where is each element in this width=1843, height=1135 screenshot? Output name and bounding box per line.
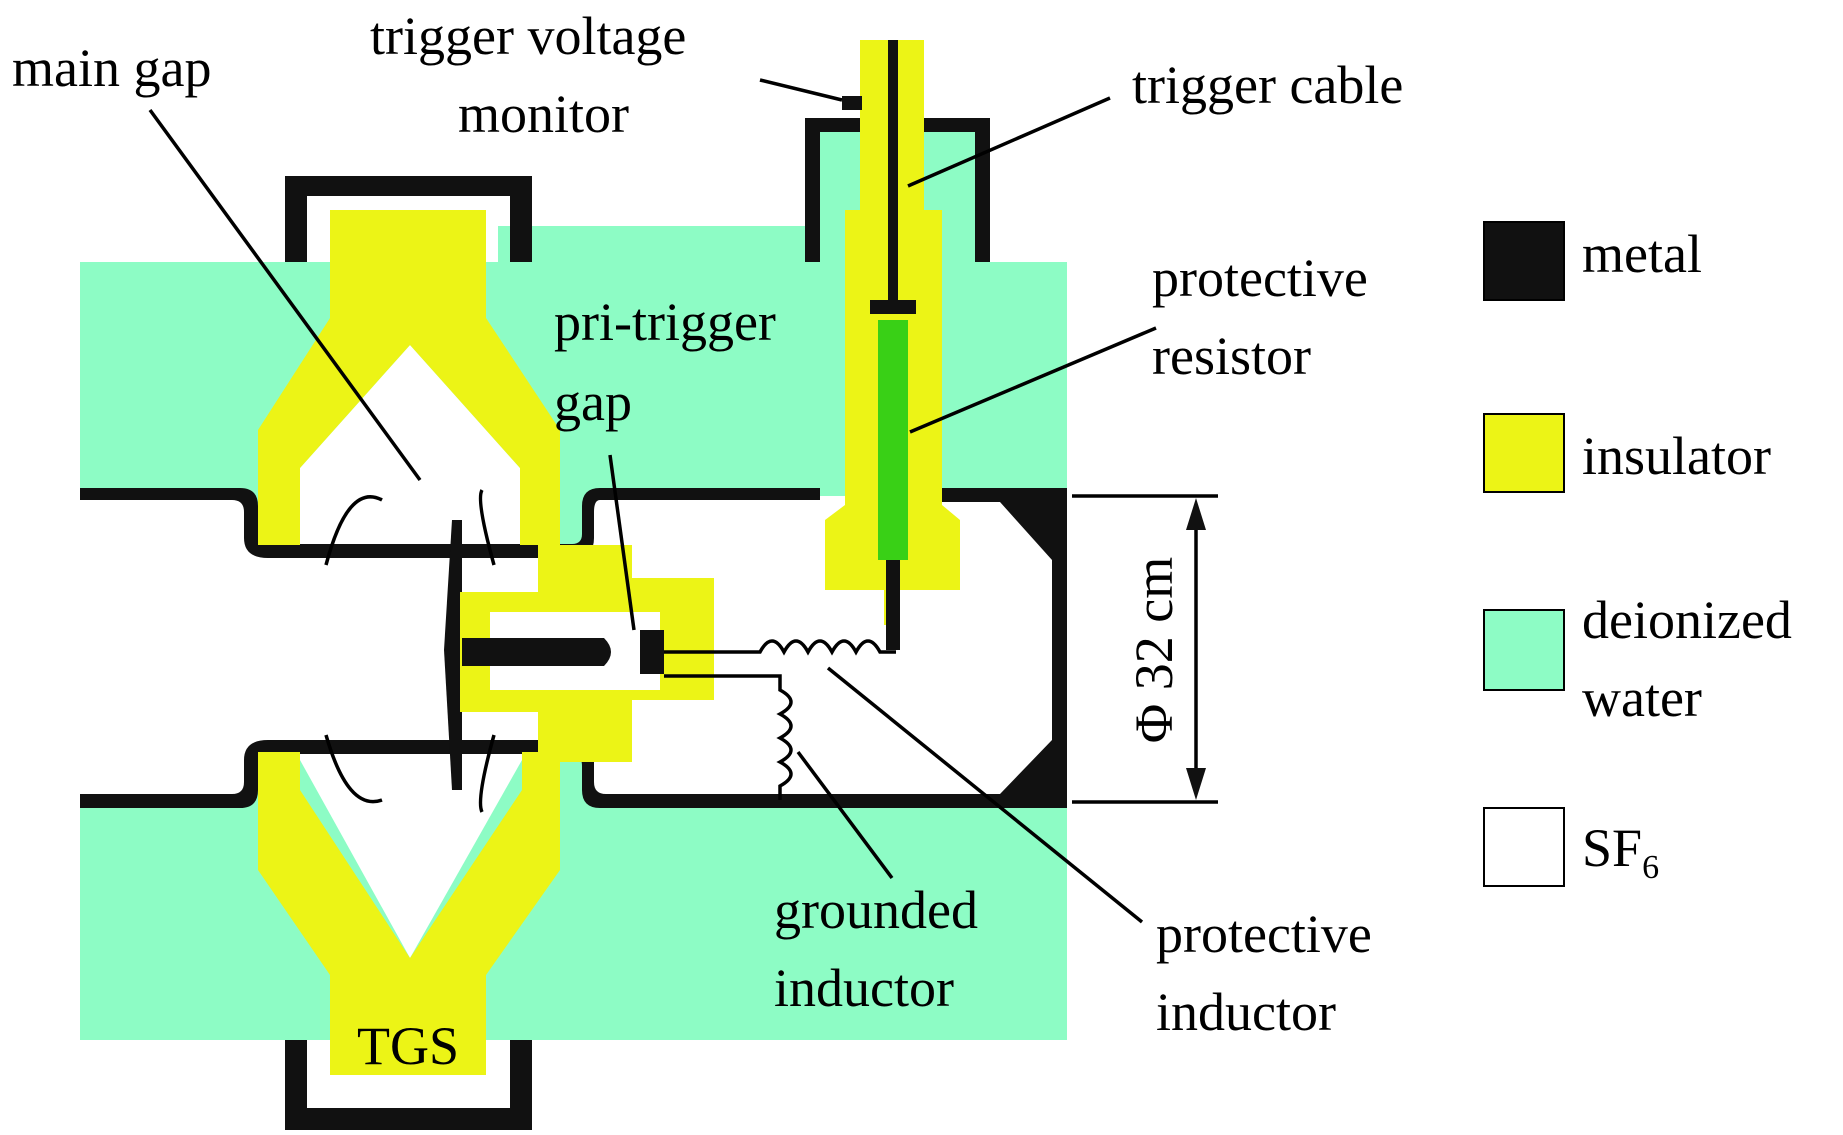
label-trigger-voltage-monitor-line1: trigger voltage	[370, 6, 686, 66]
label-protective-inductor-line2: inductor	[1156, 982, 1336, 1042]
metal-cap-bottom	[285, 1040, 532, 1130]
legend-swatch-insulator	[1483, 413, 1565, 493]
protective-inductor-coil	[664, 639, 896, 656]
legend-label-sf6: SF6	[1582, 818, 1659, 886]
label-trigger-voltage-monitor-line2: monitor	[458, 84, 629, 144]
legend-sf6-main: SF	[1582, 818, 1642, 878]
inductors	[664, 639, 896, 800]
pri-trigger-gap	[460, 545, 714, 762]
leader-lines	[148, 78, 1157, 924]
trigger-cable-core	[888, 40, 898, 300]
metal-corner-lower-right	[1000, 740, 1052, 794]
tgs-label: TGS	[357, 1016, 459, 1076]
label-protective-resistor-line2: resistor	[1152, 326, 1311, 386]
legend-item-sf6: SF6	[1483, 807, 1659, 887]
leader-trigger-cable	[907, 96, 1111, 188]
electrode-hook-lower-left	[324, 734, 383, 804]
protective-resistor-body	[878, 320, 908, 560]
legend-swatch-metal	[1483, 221, 1565, 301]
label-pri-trigger-gap-line1: pri-trigger	[554, 292, 776, 352]
leader-protective-inductor	[826, 666, 1144, 924]
dimension-arrow-bottom	[1186, 768, 1206, 800]
tgs-insulator: TGS	[258, 210, 560, 1076]
grounded-inductor-coil	[664, 674, 793, 800]
label-protective-inductor-line1: protective	[1156, 904, 1372, 964]
label-grounded-inductor-line1: grounded	[774, 880, 978, 940]
dimension-indicator: Φ 32 cm	[1072, 494, 1218, 804]
monitor-probe	[842, 96, 862, 110]
dimension-arrow-top	[1186, 498, 1206, 530]
metal-wall-right	[940, 488, 1067, 808]
label-trigger-cable: trigger cable	[1132, 55, 1403, 115]
legend-label-water-line1: deionized	[1582, 590, 1792, 650]
trigger-pin	[462, 638, 611, 666]
annotations: main gap trigger voltage monitor trigger…	[12, 6, 1403, 1042]
leader-main-gap	[148, 108, 422, 482]
electrode-hook-upper-left	[324, 495, 383, 566]
legend-label-metal: metal	[1582, 224, 1702, 284]
resistor-lead	[886, 560, 900, 650]
label-main-gap: main gap	[12, 38, 211, 98]
legend-item-metal: metal	[1483, 221, 1702, 301]
legend-swatch-water	[1483, 609, 1565, 691]
electrode-hook-upper-right	[478, 489, 496, 566]
leader-protective-resistor	[909, 326, 1157, 434]
main-gap-chamber	[300, 345, 522, 958]
trigger-cable-assembly	[825, 40, 960, 650]
main-gap-electrodes	[324, 489, 496, 813]
legend-item-deionized-water: deionized water	[1483, 590, 1792, 728]
label-pri-trigger-gap-line2: gap	[554, 372, 632, 432]
electrode-hook-lower-right	[478, 734, 496, 813]
leader-trigger-voltage-monitor	[759, 78, 843, 102]
legend-label-water-line2: water	[1582, 668, 1702, 728]
legend-label-insulator: insulator	[1582, 426, 1771, 486]
trigger-cable-shield	[870, 300, 916, 314]
legend-item-insulator: insulator	[1483, 413, 1771, 493]
leader-grounded-inductor	[796, 750, 894, 880]
legend-sf6-subscript: 6	[1642, 849, 1659, 886]
dimension-label: Φ 32 cm	[1124, 557, 1184, 743]
metal-corner-upper-right	[1000, 502, 1052, 560]
insulator-upper	[258, 210, 560, 545]
metal-wall-upper	[80, 488, 820, 558]
label-grounded-inductor-line2: inductor	[774, 958, 954, 1018]
main-gap-electrode	[444, 520, 462, 790]
legend-swatch-sf6	[1483, 807, 1565, 887]
insulator-lower	[258, 752, 560, 1075]
label-protective-resistor-line1: protective	[1152, 248, 1368, 308]
legend: metal insulator deionized water SF6	[1483, 221, 1792, 887]
metal-cap-top	[285, 176, 532, 262]
leader-pri-trigger-gap	[608, 454, 636, 631]
pri-trigger-electrode	[640, 630, 664, 674]
